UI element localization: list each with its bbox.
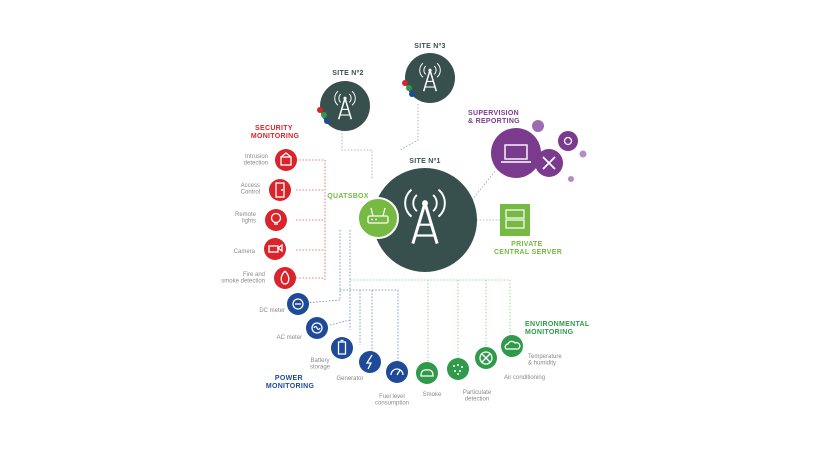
router-icon <box>367 207 389 224</box>
status-dot <box>324 118 330 124</box>
item-label: Generator <box>336 376 363 382</box>
dust-icon <box>453 364 463 375</box>
site-1[interactable]: SITE Nº1 <box>373 158 477 272</box>
smoke-icon <box>420 369 434 377</box>
dc-meter-icon <box>292 298 304 310</box>
smoke-item[interactable]: Smoke <box>416 362 442 398</box>
environment-title: ENVIRONMENTAL MONITORING <box>525 321 592 336</box>
battery-icon <box>337 339 347 355</box>
item-circle <box>447 358 469 380</box>
site-3[interactable]: SITE Nº3 <box>402 43 455 103</box>
bug-circle <box>558 131 578 151</box>
camera-item[interactable]: Camera <box>234 238 286 260</box>
private-central-server[interactable]: PRIVATE CENTRAL SERVER <box>494 204 562 256</box>
camera-icon <box>268 243 283 253</box>
supervision-reporting[interactable]: SUPERVISION & REPORTING <box>468 110 587 182</box>
decor-dot <box>532 120 544 132</box>
cloud-item[interactable]: Temperature& humidity <box>501 335 562 367</box>
item-circle <box>265 209 287 231</box>
fan-icon <box>479 351 493 365</box>
server-label: PRIVATE CENTRAL SERVER <box>494 241 562 256</box>
item-circle <box>386 361 408 383</box>
connection-lines <box>296 104 511 370</box>
status-dot <box>409 91 415 97</box>
status-dot <box>402 80 408 86</box>
power-title: POWER MONITORING <box>266 375 315 390</box>
item-circle <box>501 335 523 357</box>
site-3-circle <box>405 53 455 103</box>
supervision-circle <box>491 128 541 178</box>
generator-item[interactable]: Generator <box>336 351 381 382</box>
item-circle <box>331 337 353 359</box>
item-circle <box>264 238 286 260</box>
item-label: Smoke <box>423 392 442 398</box>
ac-meter-icon <box>311 322 323 334</box>
item-circle <box>416 362 438 384</box>
tools-icon <box>542 156 556 170</box>
fire-icon <box>280 270 290 285</box>
item-label: Camera <box>234 249 256 255</box>
item-circle <box>269 179 291 201</box>
generator-icon <box>365 354 373 370</box>
settings-icon <box>563 136 573 146</box>
door-icon <box>275 182 285 198</box>
site-1-circle <box>373 168 477 272</box>
item-label: Air conditioning <box>504 375 545 381</box>
intrusion-icon <box>280 152 292 166</box>
quatsbox-circle <box>357 197 399 239</box>
status-dot <box>321 112 327 118</box>
light-icon <box>270 212 282 225</box>
security-title: SECURITY MONITORING <box>251 125 300 140</box>
status-dot <box>317 107 323 113</box>
fuel-gauge-icon <box>390 368 404 376</box>
power-monitoring: POWER MONITORING DC meter AC meterBattery… <box>259 293 409 407</box>
quatsbox[interactable]: QUATSBOX <box>327 193 399 239</box>
site-3-label: SITE Nº3 <box>414 43 445 50</box>
item-circle <box>274 267 296 289</box>
decor-dot <box>568 176 574 182</box>
server-icon <box>505 209 525 229</box>
decor-dot <box>579 150 587 158</box>
item-label: Temperature& humidity <box>528 354 562 367</box>
dc-meter-item[interactable]: DC meter <box>259 293 309 315</box>
site-2[interactable]: SITE Nº2 <box>317 70 370 131</box>
site-2-label: SITE Nº2 <box>332 70 363 77</box>
laptop-icon <box>501 144 531 163</box>
item-label: AC meter <box>277 335 302 341</box>
cloud-icon <box>504 340 521 350</box>
status-dot <box>406 85 412 91</box>
ac-meter-item[interactable]: AC meter <box>277 317 328 341</box>
site-2-circle <box>320 81 370 131</box>
environmental-monitoring: ENVIRONMENTAL MONITORING Smoke Particulat… <box>416 321 592 403</box>
item-label: DC meter <box>259 308 285 314</box>
supervision-title: SUPERVISION & REPORTING <box>468 110 521 125</box>
quatsbox-label: QUATSBOX <box>327 193 369 200</box>
site-1-label: SITE Nº1 <box>409 158 440 165</box>
item-circle <box>359 351 381 373</box>
fan-item[interactable]: Air conditioning <box>475 347 545 381</box>
